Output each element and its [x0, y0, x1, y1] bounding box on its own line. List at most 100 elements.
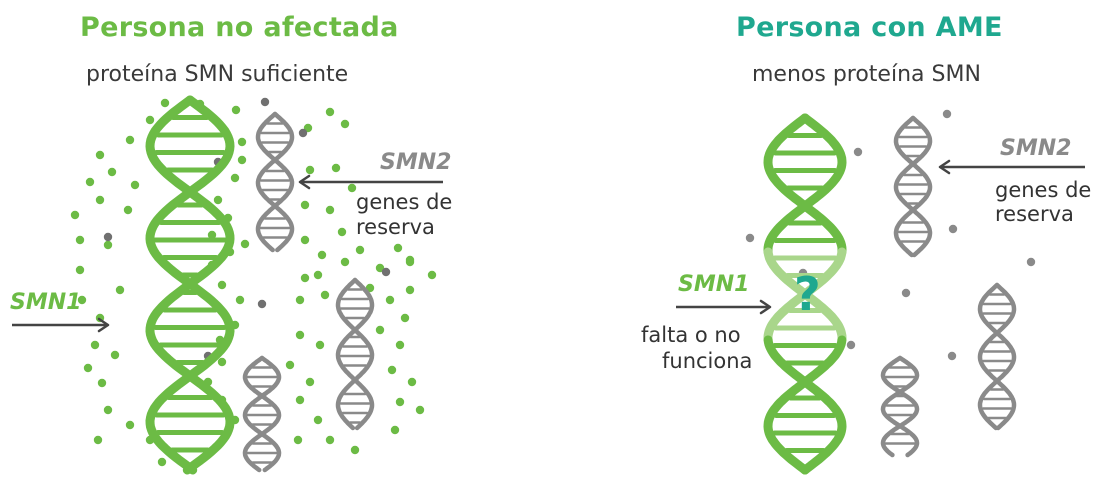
protein-dot-icon — [305, 377, 315, 387]
protein-dot-icon — [125, 135, 135, 145]
left-reserve-line2: reserva — [356, 215, 435, 239]
smn2-gene-helix — [242, 355, 282, 473]
left-smn1-label: SMN1 — [10, 290, 82, 315]
protein-dot-icon — [95, 195, 105, 205]
smn2-gene-helix — [977, 282, 1017, 431]
smn2-gene-helix — [893, 115, 933, 258]
protein-dot-icon — [300, 200, 310, 210]
protein-dot-icon — [313, 415, 323, 425]
protein-dot-icon — [285, 360, 295, 370]
protein-dot-icon — [123, 205, 133, 215]
protein-dot-icon — [942, 109, 952, 119]
smn2-gene-helix — [255, 111, 295, 253]
protein-dot-icon — [393, 243, 403, 253]
smn1-arrow-icon — [676, 299, 772, 315]
smn2-gene-helix — [335, 277, 375, 431]
protein-dot-icon — [415, 405, 425, 415]
protein-dot-icon — [325, 107, 335, 117]
protein-dot-icon — [947, 351, 957, 361]
protein-dot-icon — [217, 280, 227, 290]
protein-dot-icon — [130, 180, 140, 190]
smn2-arrow-icon — [298, 174, 443, 190]
protein-dot-icon — [295, 395, 305, 405]
protein-dot-icon — [381, 267, 391, 277]
protein-dot-icon — [70, 210, 80, 220]
protein-dot-icon — [97, 378, 107, 388]
protein-dot-icon — [145, 115, 155, 125]
protein-dot-icon — [385, 295, 395, 305]
protein-dot-icon — [331, 163, 341, 173]
right-smn1-label: SMN1 — [678, 272, 750, 297]
smn2-gene-helix — [880, 355, 920, 458]
protein-dot-icon — [340, 257, 350, 267]
right-subtitle: menos proteína SMN — [752, 62, 981, 87]
protein-dot-icon — [375, 263, 385, 273]
protein-dot-icon — [293, 435, 303, 445]
protein-dots — [103, 97, 391, 361]
right-title: Persona con AME — [736, 12, 1003, 43]
protein-dot-icon — [103, 240, 113, 250]
protein-dot-icon — [317, 250, 327, 260]
protein-dot-icon — [325, 205, 335, 215]
left-smn2-label: SMN2 — [380, 150, 452, 175]
protein-dot-icon — [77, 295, 87, 305]
right-missing-line2: funciona — [662, 349, 753, 373]
protein-dot-icon — [103, 405, 113, 415]
protein-dot-icon — [107, 167, 117, 177]
protein-dot-icon — [313, 270, 323, 280]
protein-dot-icon — [305, 165, 315, 175]
protein-dot-icon — [350, 445, 360, 455]
protein-dot-icon — [300, 235, 310, 245]
protein-dots — [745, 109, 1036, 361]
protein-dot-icon — [295, 295, 305, 305]
protein-dot-icon — [1026, 257, 1036, 267]
protein-dot-icon — [125, 420, 135, 430]
protein-dot-icon — [85, 177, 95, 187]
protein-dot-icon — [298, 128, 308, 138]
protein-dot-icon — [260, 97, 270, 107]
protein-dot-icon — [217, 357, 227, 367]
protein-dot-icon — [95, 150, 105, 160]
protein-dot-icon — [395, 397, 405, 407]
protein-dot-icon — [390, 425, 400, 435]
smn1-gene-helix — [145, 95, 235, 475]
protein-dot-icon — [347, 183, 357, 193]
protein-dot-icon — [160, 98, 170, 108]
question-mark-icon: ? — [794, 267, 821, 321]
right-reserve-line1: genes de — [995, 178, 1092, 202]
protein-dot-icon — [83, 363, 93, 373]
protein-dot-icon — [853, 147, 863, 157]
protein-dot-icon — [395, 340, 405, 350]
protein-dot-icon — [231, 105, 241, 115]
protein-dot-icon — [337, 227, 347, 237]
protein-dot-icon — [115, 285, 125, 295]
protein-dot-icon — [300, 273, 310, 283]
protein-dot-icon — [901, 288, 911, 298]
protein-dot-icon — [207, 230, 217, 240]
protein-dot-icon — [103, 232, 113, 242]
protein-dot-icon — [295, 330, 305, 340]
protein-dot-icon — [427, 270, 437, 280]
protein-dot-icon — [257, 299, 267, 309]
protein-dot-icon — [405, 255, 415, 265]
protein-dot-icon — [75, 265, 85, 275]
protein-dot-icon — [407, 377, 417, 387]
protein-dot-icon — [948, 224, 958, 234]
protein-dot-icon — [240, 239, 250, 249]
protein-dot-icon — [325, 435, 335, 445]
protein-dot-icon — [400, 313, 410, 323]
protein-dot-icon — [157, 457, 167, 467]
protein-dot-icon — [846, 340, 856, 350]
protein-dot-icon — [387, 365, 397, 375]
left-subtitle: proteína SMN suficiente — [86, 62, 349, 87]
right-smn2-label: SMN2 — [1000, 136, 1072, 161]
protein-dot-icon — [405, 285, 415, 295]
protein-dot-icon — [340, 119, 350, 129]
protein-dot-icon — [237, 137, 247, 147]
protein-dot-icon — [213, 195, 223, 205]
protein-dot-icon — [230, 173, 240, 183]
protein-dot-icon — [75, 235, 85, 245]
smn1-gene-helix-faulty — [763, 113, 847, 475]
right-reserve-line2: reserva — [995, 202, 1074, 226]
left-title: Persona no afectada — [80, 12, 399, 43]
